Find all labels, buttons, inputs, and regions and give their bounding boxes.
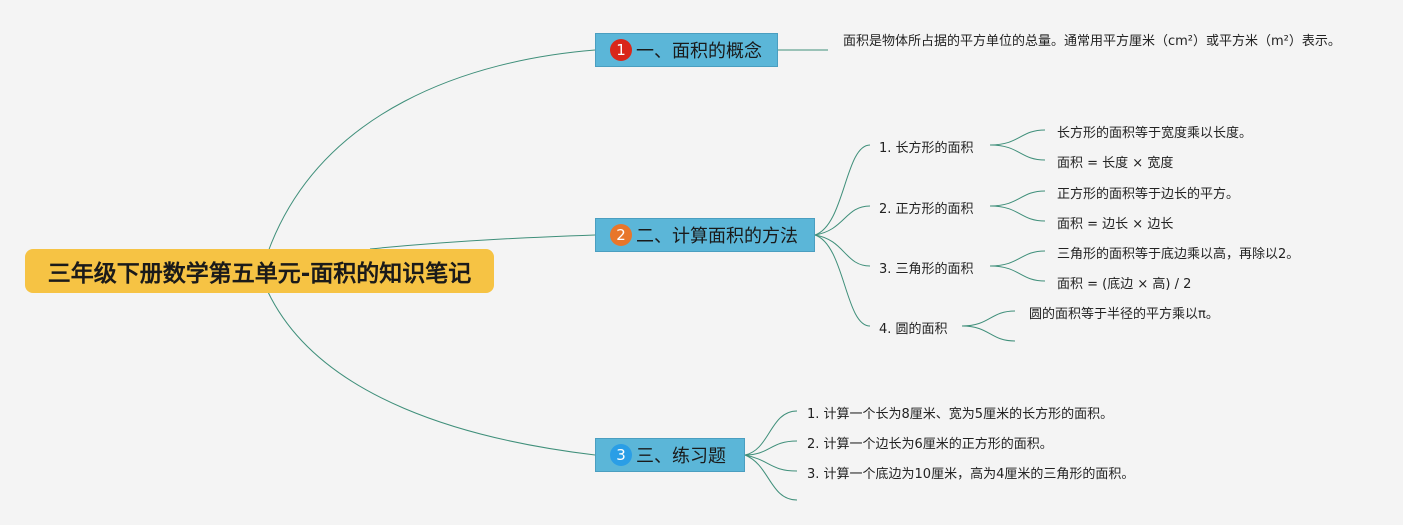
connector-item-4-detail-2	[961, 325, 1016, 342]
concept-note: 面积是物体所占据的平方单位的总量。通常用平方厘米（cm²）或平方米（m²）表示。	[843, 34, 1341, 49]
exercise-item-3[interactable]: 3. 计算一个底边为10厘米，高为4厘米的三角形的面积。	[807, 467, 1135, 482]
connector-item-1-detail-1	[989, 129, 1046, 146]
connector-root-branch-1	[267, 49, 596, 253]
number-badge-icon: 1	[610, 39, 632, 61]
connector-item-1-detail-2	[989, 144, 1046, 161]
connector-branch-3-item-2	[744, 440, 798, 456]
method-item-triangle[interactable]: 3. 三角形的面积	[879, 262, 974, 277]
connector-item-2-detail-1	[989, 190, 1046, 207]
branch-node-concept[interactable]: 1 一、面积的概念	[595, 33, 778, 67]
root-node[interactable]: 三年级下册数学第五单元-面积的知识笔记	[25, 249, 494, 293]
connector-branch-3-item-4	[744, 454, 798, 501]
connector-root-branch-3	[267, 291, 596, 456]
branch-node-methods[interactable]: 2 二、计算面积的方法	[595, 218, 815, 252]
connector-branch-2-item-4	[814, 234, 871, 327]
method-item-circle[interactable]: 4. 圆的面积	[879, 322, 948, 337]
connector-item-2-detail-2	[989, 205, 1046, 222]
branch-label: 一、面积的概念	[636, 41, 762, 62]
number-badge-icon: 2	[610, 224, 632, 246]
exercise-item-2[interactable]: 2. 计算一个边长为6厘米的正方形的面积。	[807, 437, 1053, 452]
triangle-detail-rule: 三角形的面积等于底边乘以高，再除以2。	[1057, 247, 1300, 262]
triangle-detail-formula: 面积 = (底边 × 高) / 2	[1057, 277, 1192, 292]
circle-detail-rule: 圆的面积等于半径的平方乘以π。	[1029, 307, 1219, 322]
root-title: 三年级下册数学第五单元-面积的知识笔记	[47, 261, 472, 287]
connector-branch-3-item-1	[744, 410, 798, 456]
connector-branch-2-item-2	[814, 205, 871, 236]
connector-branch-3-item-3	[744, 454, 798, 472]
connector-branch-2-item-1	[814, 144, 871, 236]
branch-label: 二、计算面积的方法	[636, 226, 798, 247]
branch-node-exercises[interactable]: 3 三、练习题	[595, 438, 745, 472]
connector-root-branch-2	[369, 234, 596, 250]
square-detail-rule: 正方形的面积等于边长的平方。	[1057, 187, 1240, 202]
rectangle-detail-rule: 长方形的面积等于宽度乘以长度。	[1057, 126, 1253, 141]
connector-item-4-detail-1	[961, 310, 1016, 327]
square-detail-formula: 面积 = 边长 × 边长	[1057, 217, 1174, 232]
exercise-item-1[interactable]: 1. 计算一个长为8厘米、宽为5厘米的长方形的面积。	[807, 407, 1114, 422]
connector-branch-2-item-3	[814, 234, 871, 267]
connector-item-3-detail-2	[989, 265, 1046, 282]
branch-label: 三、练习题	[636, 446, 726, 467]
rectangle-detail-formula: 面积 = 长度 × 宽度	[1057, 156, 1174, 171]
connector-item-3-detail-1	[989, 250, 1046, 267]
number-badge-icon: 3	[610, 444, 632, 466]
method-item-square[interactable]: 2. 正方形的面积	[879, 202, 974, 217]
method-item-rectangle[interactable]: 1. 长方形的面积	[879, 141, 974, 156]
